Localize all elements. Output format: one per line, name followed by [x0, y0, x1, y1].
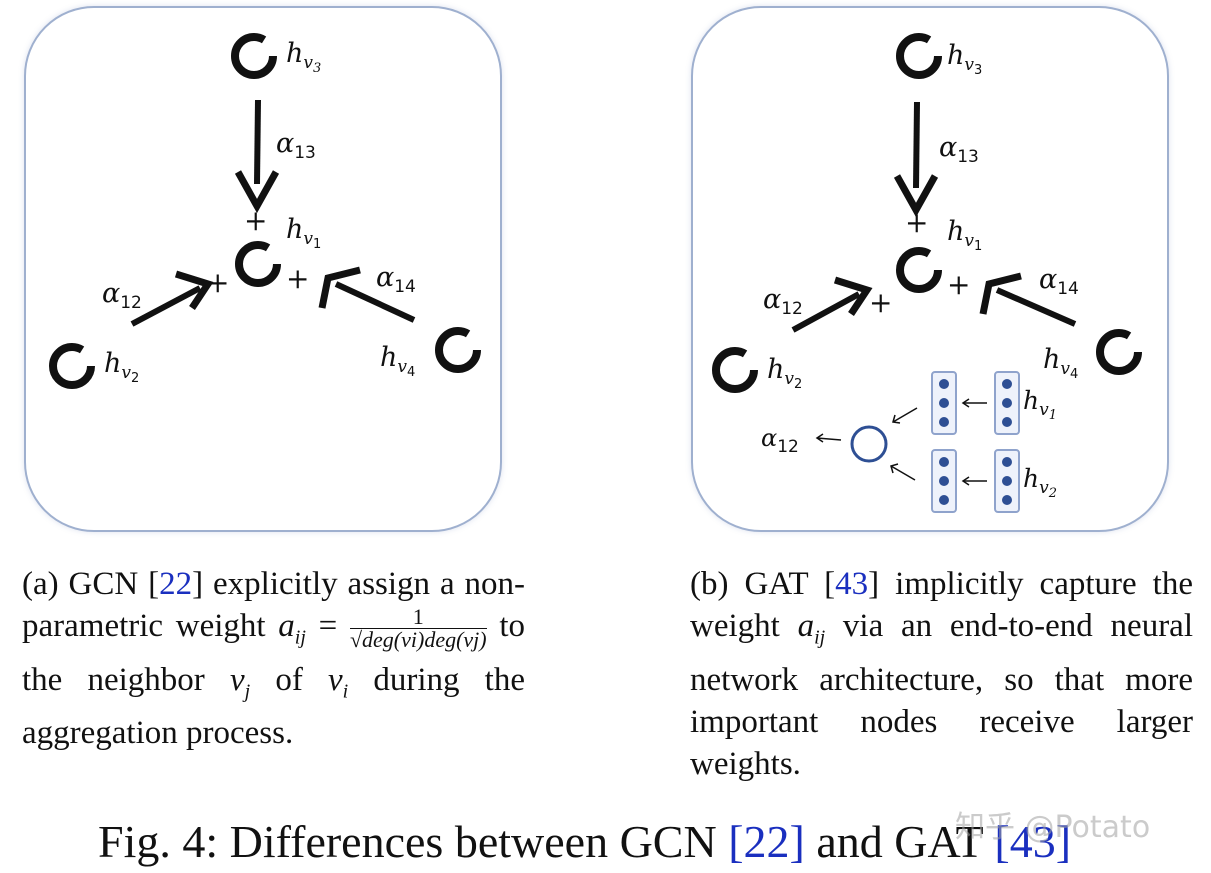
arrow-v2-to-v1	[791, 276, 873, 333]
attention-output-arrow	[815, 433, 842, 443]
gat-panel: hv3 α13 + hv1 + + α12 α14 hv2 hv4 α12 hv…	[691, 6, 1169, 532]
weight-fraction: 1√deg(vi)deg(vj)	[349, 603, 487, 652]
weight-a12-label: α12	[102, 278, 142, 313]
node-v2-circle	[49, 343, 95, 389]
node-v3-circle	[231, 33, 277, 79]
layer-arrow-lower	[961, 476, 987, 486]
hidden-layer-upper-left	[931, 371, 957, 435]
node-v4-circle	[435, 327, 481, 373]
node-v3-label: hv3	[947, 40, 983, 78]
arrow-v3-to-v1	[234, 99, 280, 214]
weight-a12-label: α12	[763, 284, 803, 319]
hidden-layer-lower-left	[931, 449, 957, 513]
attention-arrow-lower	[890, 463, 916, 481]
gcn-graph	[49, 33, 481, 389]
input-layer-upper	[994, 371, 1020, 435]
node-v1-label: hv1	[947, 216, 983, 254]
plus-right: +	[947, 268, 971, 301]
arrow-v4-to-v1	[318, 266, 416, 323]
citation-22-link[interactable]: 22	[159, 566, 193, 602]
weight-a13-label: α13	[939, 132, 979, 167]
node-v2-circle	[712, 347, 758, 393]
plus-left: +	[869, 286, 893, 319]
node-v1-label: hv1	[286, 214, 322, 252]
input-layer-lower	[994, 449, 1020, 513]
input-h-v2-label: hv2	[1023, 464, 1057, 501]
node-v3-circle	[896, 33, 942, 79]
figure-citation-43-link[interactable]: [43]	[994, 816, 1072, 867]
citation-43-link[interactable]: 43	[835, 566, 869, 602]
node-v1-circle	[235, 241, 281, 287]
attention-output-label: α12	[761, 424, 799, 457]
attention-output-neuron	[850, 425, 888, 463]
attention-arrow-upper	[892, 407, 918, 424]
node-v4-circle	[1096, 329, 1142, 375]
figure-citation-22-link[interactable]: [22]	[728, 816, 805, 867]
weight-a14-label: α14	[376, 262, 416, 297]
node-v2-label: hv2	[104, 348, 140, 386]
node-v3-label: hv3	[286, 38, 322, 76]
input-h-v1-label: hv1	[1023, 386, 1057, 423]
plus-top: +	[244, 204, 268, 237]
weight-a13-label: α13	[276, 128, 316, 163]
plus-left: +	[206, 266, 230, 299]
layer-arrow-upper	[961, 398, 987, 408]
arrow-v4-to-v1	[979, 272, 1077, 327]
watermark: 知乎 @Potato	[955, 810, 1151, 845]
arrow-v3-to-v1	[893, 101, 939, 218]
node-v4-label: hv4	[1043, 344, 1079, 382]
weight-a14-label: α14	[1039, 264, 1079, 299]
gat-caption: (b) GAT [43] implicitly capture the weig…	[690, 566, 1194, 782]
node-v4-label: hv4	[380, 342, 416, 380]
arrow-v2-to-v1	[130, 270, 214, 327]
node-v1-circle	[896, 247, 942, 293]
figure-caption: Fig. 4: Differences between GCN [22] and…	[98, 816, 1072, 867]
plus-right: +	[286, 262, 310, 295]
gcn-panel: hv3 α13 + hv1 + + α12 α14 hv2 hv4	[24, 6, 502, 532]
gcn-caption: (a) GCN [22] explicitly assign a non-par…	[22, 566, 525, 752]
plus-top: +	[905, 206, 929, 239]
gat-graph	[712, 33, 1142, 513]
node-v2-label: hv2	[767, 354, 803, 392]
